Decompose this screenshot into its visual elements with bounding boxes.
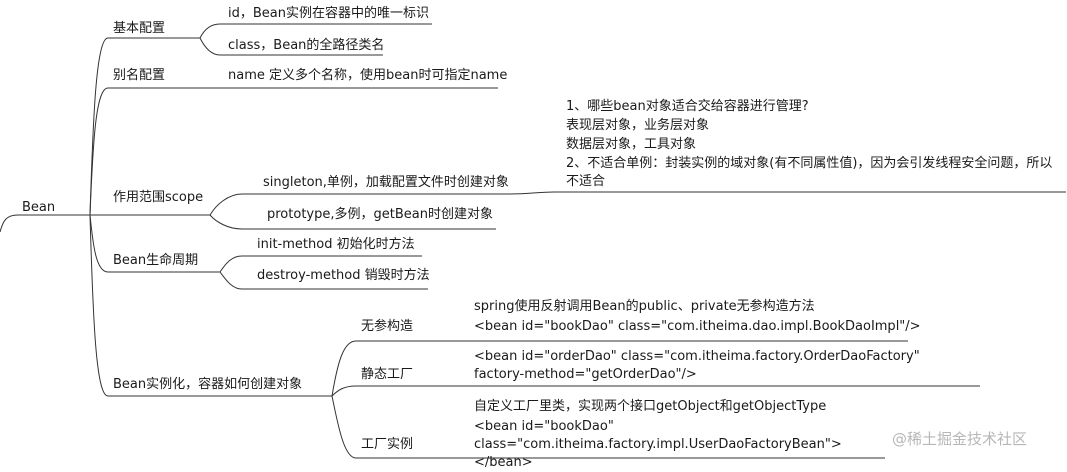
leaf-scope-prototype: prototype,多例，getBean时创建对象 [267, 207, 493, 222]
note-singleton-2: 表现层对象，业务层对象 [566, 118, 710, 133]
branch-lifecycle: Bean生命周期 [113, 253, 199, 268]
sub-instance-factory: 工厂实例 [361, 437, 414, 452]
connector-root [0, 214, 90, 233]
connector-life-init [219, 255, 422, 273]
connector-scope-singleton [209, 193, 510, 216]
leaf-life-init: init-method 初始化时方法 [257, 237, 415, 252]
root-node: Bean [22, 200, 56, 215]
leaf-scope-singleton: singleton,单例，加载配置文件时创建对象 [263, 175, 509, 190]
branch-basic-config: 基本配置 [113, 21, 166, 36]
connector-branch-4 [89, 214, 220, 273]
sub-static-factory: 静态工厂 [361, 367, 414, 382]
note-singleton-1: 1、哪些bean对象适合交给容器进行管理? [566, 99, 809, 114]
connector-branch-2 [89, 87, 215, 216]
branch-instantiation: Bean实例化，容器如何创建对象 [113, 377, 303, 392]
connector-branch-5 [89, 214, 332, 397]
connector-inst-noarg [331, 340, 458, 397]
watermark: @稀土掘金技术社区 [892, 430, 1028, 448]
detail-static-1: <bean id="orderDao" class="com.itheima.f… [474, 349, 920, 382]
detail-noarg-2: <bean id="bookDao" class="com.itheima.da… [474, 319, 921, 334]
note-singleton-4: 2、不适合单例：封装实例的域对象(有不同属性值)，因为会引发线程安全问题，所以不… [566, 156, 1053, 189]
connector-scope-prototype [209, 214, 496, 230]
connector-basic-class [199, 37, 383, 56]
connector-life-destroy [219, 271, 428, 290]
detail-factory-1: 自定义工厂里类，实现两个接口getObject和getObjectType [474, 399, 827, 414]
leaf-basic-id: id，Bean实例在容器中的唯一标识 [228, 6, 429, 21]
connector-inst-static [331, 385, 458, 397]
connector-basic-id [199, 23, 432, 39]
detail-noarg-1: spring使用反射调用Bean的public、private无参构造方法 [474, 299, 815, 314]
leaf-life-destroy: destroy-method 销毁时方法 [257, 268, 430, 283]
connector-singleton-notes [509, 191, 1066, 195]
leaf-alias-name: name 定义多个名称，使用bean时可指定name [228, 68, 508, 83]
sub-noarg-constructor: 无参构造 [361, 319, 414, 334]
branch-scope: 作用范围scope [113, 190, 204, 205]
connector-inst-factory [331, 395, 458, 459]
branch-alias-config: 别名配置 [113, 68, 166, 83]
note-singleton-3: 数据层对象，工具对象 [566, 137, 697, 152]
leaf-basic-class: class，Bean的全路径类名 [228, 38, 385, 53]
